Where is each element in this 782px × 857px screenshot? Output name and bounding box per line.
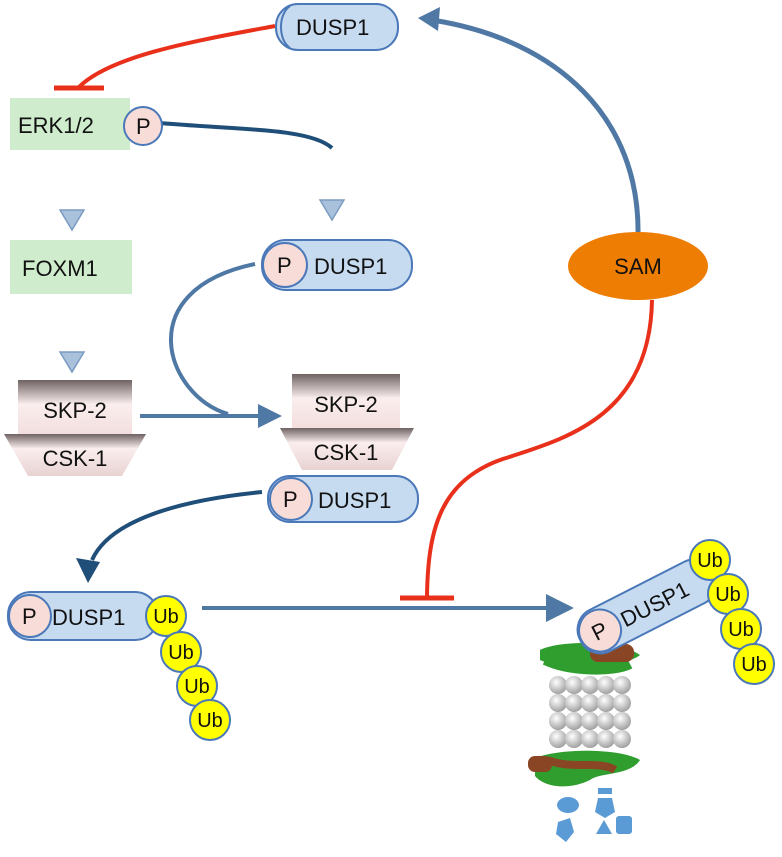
sam-label: SAM bbox=[614, 254, 662, 279]
ubiquitin-chain-right: Ub Ub Ub Ub bbox=[689, 539, 775, 685]
ub-label: Ub bbox=[697, 550, 723, 572]
skp2-csk1-left-complex: SKP-2 CSK-1 bbox=[4, 380, 146, 476]
ub-label: Ub bbox=[153, 606, 179, 628]
pdusp1-complex-label: DUSP1 bbox=[318, 488, 391, 513]
pdusp1-ub-phospho-label: P bbox=[22, 604, 37, 629]
arrowhead-skp2-to-complex bbox=[258, 404, 282, 428]
inhibition-sam-degradation bbox=[425, 299, 654, 597]
csk1-left-label: CSK-1 bbox=[43, 446, 108, 471]
pdusp1-complex-phospho-label: P bbox=[283, 487, 298, 512]
erk-phosphorylation-curve bbox=[159, 121, 334, 150]
ub-label: Ub bbox=[728, 619, 754, 641]
csk1-right-label: CSK-1 bbox=[314, 440, 379, 465]
dusp1-top-node: DUSP1 bbox=[275, 3, 399, 51]
pdusp1-mid-phospho-label: P bbox=[277, 253, 292, 278]
skp2-left-label: SKP-2 bbox=[43, 398, 107, 423]
proteasome bbox=[528, 643, 640, 787]
pdusp1-binding-curve bbox=[169, 262, 256, 416]
arrowhead-erk-to-foxm1 bbox=[58, 209, 86, 232]
arrowhead-foxm1-to-skp2 bbox=[58, 351, 86, 374]
arrow-complex-to-ubiquitination bbox=[90, 490, 263, 561]
ub-label: Ub bbox=[715, 584, 741, 606]
foxm1-label: FOXM1 bbox=[22, 256, 98, 281]
skp2-right-label: SKP-2 bbox=[314, 392, 378, 417]
foxm1-node: FOXM1 bbox=[10, 240, 132, 294]
ub-label: Ub bbox=[168, 642, 194, 664]
ub-label: Ub bbox=[184, 676, 210, 698]
sam-node: SAM bbox=[568, 232, 708, 300]
arrow-sam-to-dusp1 bbox=[431, 17, 641, 236]
ubiquitin-chain-left: Ub Ub Ub Ub bbox=[145, 595, 231, 741]
arrowhead-to-proteasome bbox=[546, 594, 574, 622]
inhibition-dusp1-erk bbox=[76, 24, 276, 90]
arrowhead-complex-to-ubiquitination bbox=[76, 558, 100, 583]
ub-label: Ub bbox=[741, 654, 767, 676]
skp2-csk1-right-complex: SKP-2 CSK-1 bbox=[280, 374, 414, 470]
proteasome-core bbox=[549, 676, 631, 748]
dusp1-top-label: DUSP1 bbox=[296, 15, 369, 40]
ub-label: Ub bbox=[197, 710, 223, 732]
pdusp1-complex-node: P DUSP1 bbox=[267, 475, 419, 523]
pdusp1-degradation-node: P DUSP1 bbox=[576, 558, 718, 655]
erk-label: ERK1/2 bbox=[18, 113, 94, 138]
pdusp1-mid-label: DUSP1 bbox=[314, 254, 387, 279]
erk-node: ERK1/2 P bbox=[10, 98, 163, 150]
arrowhead-sam-to-dusp1 bbox=[418, 7, 440, 31]
pdusp1-ubiquitinated-node: P DUSP1 Ub Ub Ub Ub bbox=[7, 591, 231, 741]
pdusp1-ub-label: DUSP1 bbox=[52, 605, 125, 630]
pdusp1-mid-node: P DUSP1 bbox=[261, 239, 413, 291]
arrowhead-dusp1-to-pdusp1 bbox=[318, 199, 346, 222]
erk-phospho-label: P bbox=[136, 114, 151, 139]
degraded-fragments bbox=[556, 788, 632, 842]
